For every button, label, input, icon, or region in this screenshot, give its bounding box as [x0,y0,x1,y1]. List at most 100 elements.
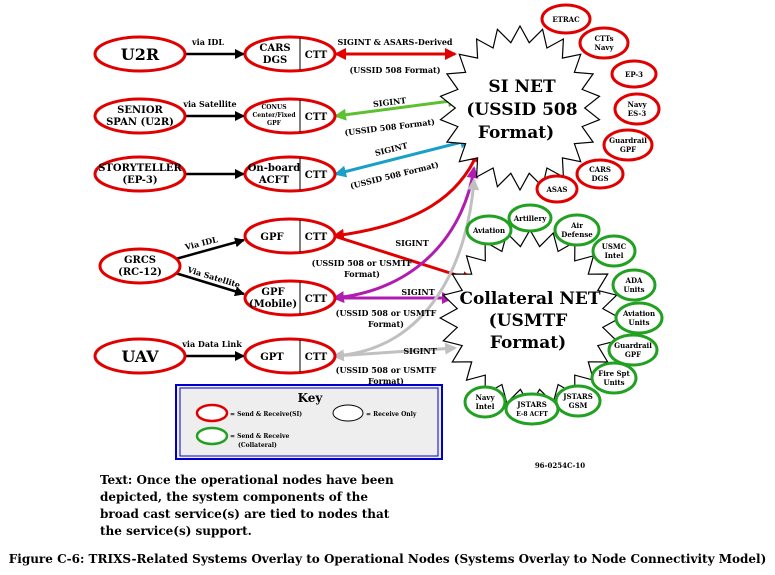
key-col-label1: = Send & Receive [230,433,289,440]
sys-gpt: GPT CTT [243,337,337,375]
node-u2r: U2R [93,35,187,73]
sys-gpf-ctt: CTT [305,232,328,243]
sat-navy-es3: Navy ES-3 [613,92,661,126]
sat-firespt-line1: Fire Spt [598,369,630,378]
flow-label-gpfm-main: SIGINT [401,287,434,297]
node-grcs-line2: (RC-12) [118,267,162,278]
sat-usmc-line2: Intel [605,251,624,260]
sat-asas: ASAS [535,174,579,204]
sat-jstars-e8: JSTARS E-8 ACFT [504,392,560,426]
flow-label-conus-main: SIGINT [372,95,406,109]
sat-artillery-line1: Artillery [513,214,547,223]
sat-avunits-line2: Units [628,318,649,327]
sat-navyintel-line1: Navy [475,393,495,402]
link-label-senior: via Satellite [182,99,236,109]
sat-usmc-intel: USMC Intel [591,234,637,268]
node-storyteller: STORYTELLER (EP-3) [93,155,187,193]
arrow-conus-sinet [334,95,460,121]
sys-gpfmobile-line2: (Mobile) [249,299,297,310]
link-labels: via IDL via Satellite Via IDL Via Satell… [181,37,242,349]
sys-conus-ctt: CTT [305,112,328,123]
sat-navyes3-line2: ES-3 [628,109,647,118]
key-box: Key = Send & Receive(SI) = Receive Only … [175,384,443,460]
sat-jstars-gsm: JSTARS GSM [554,384,602,418]
sat-ep3-line1: EP-3 [625,70,643,79]
node-story-line2: (EP-3) [122,175,157,186]
sys-onboard-acft: On-board ACFT CTT [243,155,337,193]
flow-label-gpf-main: SIGINT [395,238,428,248]
sat-aviation-units: Aviation Units [614,301,664,335]
figure-caption: Figure C-6: TRIXS-Related Systems Overla… [8,552,767,566]
link-label-grcs-sat: Via Satellite [185,264,241,290]
sat-asas-line1: ASAS [546,185,568,194]
explanatory-note: Text: Once the operational nodes have be… [100,473,394,538]
flow-label-gpt-format2: Format) [368,376,404,386]
flow-label-cars-format: (USSID 508 Format) [349,65,440,75]
sys-gpt-line1: GPT [260,352,284,363]
link-grcs-gpfmobile [171,270,245,297]
sat-navyes3-line1: Navy [627,100,647,109]
sat-ep3: EP-3 [610,59,658,89]
sat-fire-spt: Fire Spt Units [590,361,638,395]
flow-label-gpfm-format2: Format) [368,319,404,329]
system-nodes: CARS DGS CTT CONUS Center/Fixed GPF CTT … [243,35,337,375]
node-grcs-line1: GRCS [124,255,156,266]
node-u2r-label: U2R [121,45,160,64]
sat-avunits-line1: Aviation [622,309,655,318]
key-col-label2: (Collateral) [238,442,277,449]
si-net: SI NET (USSID 508 Format) [439,24,601,192]
si-net-line3: Format) [478,123,554,143]
sat-guardrail-col-line2: GPF [625,350,641,359]
sys-gpf: GPF CTT [243,217,337,255]
node-senior-line2: SPAN (U2R) [106,117,174,128]
node-grcs: GRCS (RC-12) [98,247,182,285]
sat-guardrail-si-line2: GPF [620,145,636,154]
sys-gpfmobile-line1: GPF [261,287,284,298]
sat-aviation: Aviation [465,214,513,246]
sys-conus-line1: CONUS [261,104,286,111]
flow-label-gpf-format1: (USSID 508 or USMTF [312,258,413,268]
sat-firespt-line2: Units [603,378,624,387]
flow-label-gpf-format2: Format) [344,269,380,279]
sat-navyintel-line2: Intel [476,402,495,411]
sat-jgsm-line1: JSTARS [562,392,593,401]
key-ro-swatch [332,404,364,422]
sat-ada-line1: ADA [625,276,644,285]
si-net-line1: SI NET [488,77,556,97]
sat-artillery: Artillery [507,203,553,233]
key-title: Key [298,391,324,405]
sys-conus-gpf: CONUS Center/Fixed GPF CTT [243,97,337,135]
col-net-line3: Format) [490,333,566,353]
key-si-label: = Send & Receive(SI) [230,411,302,418]
sat-guardrail-col: Guardrail GPF [607,333,659,367]
link-label-u2r: via IDL [191,37,224,47]
sat-jgsm-line2: GSM [569,401,588,410]
flow-label-gpt-main: SIGINT [403,346,436,356]
sat-guardrail-si-line1: Guardrail [609,136,647,145]
flow-label-onboard-format: (USSID 508 Format) [349,159,440,191]
sys-gpf-mobile: GPF (Mobile) CTT [243,279,337,317]
key-si-swatch [195,403,229,423]
col-net-line1: Collateral NET [460,289,601,309]
sat-airdef-line1: Air [570,221,583,230]
sat-guardrail-col-line1: Guardrail [614,341,652,350]
flow-label-conus-format: (USSID 508 Format) [344,116,436,137]
sat-ada-line2: Units [623,285,644,294]
si-net-line2: (USSID 508 [466,100,577,120]
sat-je8-line1: JSTARS [516,400,547,409]
doc-id: 96-0254C-10 [535,461,585,470]
flow-label-onboard-main: SIGINT [374,140,409,158]
sys-onboard-ctt: CTT [305,170,328,181]
sat-etrac: ETRAC [540,3,592,35]
sys-cars-line1: CARS [259,43,290,54]
flow-label-cars-main: SIGINT & ASARS-Derived [338,37,453,47]
sat-carsdgs-line1: CARS [589,165,611,174]
sat-aviation-line1: Aviation [472,226,505,235]
si-satellites: ETRAC CTTs Navy EP-3 Navy ES-3 Guardrail… [535,3,661,204]
sat-ctts-navy: CTTs Navy [578,26,630,60]
sat-airdef-line2: Defense [561,230,593,239]
sys-conus-line3: GPF [267,120,282,127]
sys-conus-line2: Center/Fixed [252,112,296,119]
sys-gpfmobile-ctt: CTT [305,294,328,305]
